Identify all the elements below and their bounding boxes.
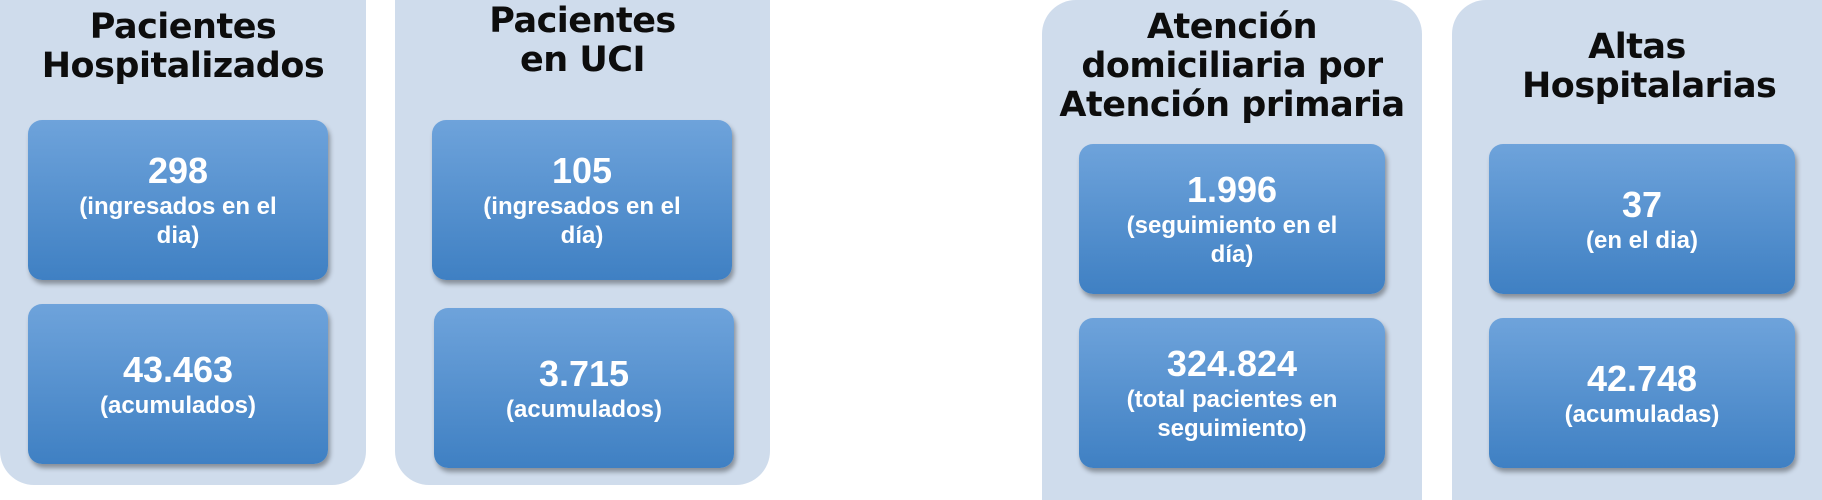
- total-stat-box: 42.748 (acumuladas): [1489, 318, 1795, 468]
- total-value: 43.463: [122, 348, 234, 390]
- daily-value: 1.996: [1186, 169, 1278, 210]
- daily-label: (ingresados en el dia): [79, 193, 277, 249]
- panel-title: Atención domiciliaria por Atención prima…: [1059, 7, 1405, 125]
- panel-hospitalized: Pacientes Hospitalizados 298 (ingresados…: [0, 0, 366, 485]
- total-label: (acumuladas): [1564, 400, 1720, 428]
- total-label: (acumulados): [99, 391, 257, 419]
- total-stat-box: 324.824 (total pacientes en seguimiento): [1079, 318, 1385, 468]
- total-value: 42.748: [1586, 357, 1698, 399]
- panel-icu: Pacientes en UCI 105 (ingresados en el d…: [395, 0, 770, 485]
- daily-value: 37: [1621, 183, 1663, 225]
- total-label: (total pacientes en seguimiento): [1126, 386, 1338, 442]
- panel-title: Pacientes en UCI: [489, 1, 676, 80]
- daily-stat-box: 105 (ingresados en el día): [432, 120, 732, 280]
- daily-stat-box: 298 (ingresados en el dia): [28, 120, 328, 280]
- total-value: 3.715: [538, 352, 630, 394]
- total-label: (acumulados): [505, 395, 663, 423]
- daily-stat-box: 1.996 (seguimiento en el día): [1079, 144, 1385, 294]
- total-value: 324.824: [1166, 343, 1298, 384]
- daily-value: 298: [147, 150, 209, 191]
- daily-label: (seguimiento en el día): [1126, 212, 1338, 268]
- panel-home-care: Atención domiciliaria por Atención prima…: [1042, 0, 1422, 500]
- panel-title: Pacientes Hospitalizados: [41, 7, 325, 86]
- panel-discharges: Altas Hospitalarias 37 (en el dia) 42.74…: [1452, 0, 1822, 500]
- panel-title: Altas Hospitalarias: [1522, 27, 1777, 106]
- total-stat-box: 3.715 (acumulados): [434, 308, 734, 468]
- daily-value: 105: [551, 150, 613, 191]
- total-stat-box: 43.463 (acumulados): [28, 304, 328, 464]
- daily-stat-box: 37 (en el dia): [1489, 144, 1795, 294]
- daily-label: (en el dia): [1585, 226, 1699, 254]
- daily-label: (ingresados en el día): [483, 193, 681, 249]
